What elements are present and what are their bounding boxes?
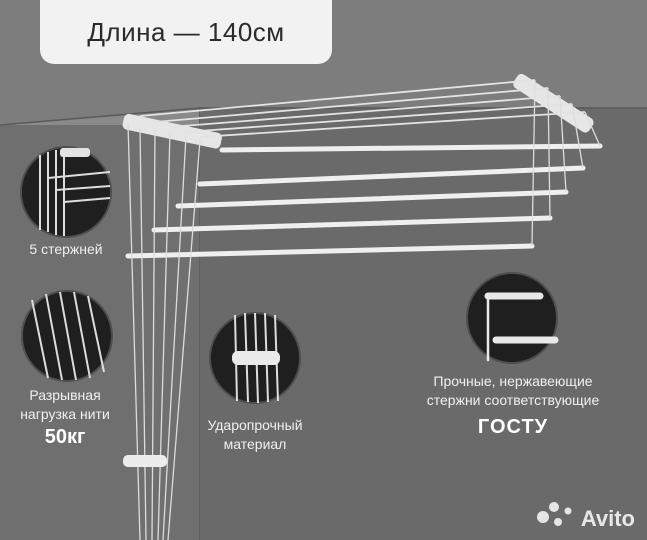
- ceiling-strings: [139, 79, 586, 138]
- rod-4: [151, 215, 553, 233]
- load-line-1: Разрывная: [29, 387, 101, 403]
- pull-strings: [127, 123, 201, 540]
- material-line-1: Ударопрочный: [207, 417, 303, 433]
- steel-line-2: стержни соответствующие: [426, 392, 600, 408]
- gost-label: ГОСТУ: [477, 416, 549, 438]
- material-closeup: [209, 312, 301, 404]
- rods-closeup: [20, 146, 112, 238]
- drying-rods: [125, 143, 603, 259]
- rod-1: [219, 143, 603, 153]
- length-title: Длина — 140см: [87, 16, 285, 47]
- steel-closeup: [466, 272, 559, 364]
- avito-watermark: Avito: [575, 506, 635, 532]
- avito-text: Avito: [580, 506, 635, 531]
- material-line-2: материал: [223, 436, 287, 452]
- strings-closeup: [21, 290, 113, 382]
- rods-label: 5 стержней: [29, 241, 103, 257]
- wall-clip: [123, 455, 167, 467]
- rod-5: [125, 243, 535, 259]
- steel-line-1: Прочные, нержавеющие: [433, 373, 593, 389]
- title-banner: Длина — 140см: [40, 0, 332, 64]
- steel-label: Прочные, нержавеющие стержни соответству…: [400, 372, 626, 437]
- load-value: 50кг: [44, 426, 86, 448]
- load-line-2: нагрузка нити: [20, 406, 110, 422]
- avito-logo-icon: [537, 502, 572, 526]
- ceiling-bracket-left: [122, 113, 222, 149]
- material-label: Ударопрочный материал: [185, 416, 325, 454]
- load-label: Разрывная нагрузка нити 50кг: [0, 386, 130, 447]
- rod-3: [175, 189, 569, 209]
- rod-2: [197, 165, 586, 187]
